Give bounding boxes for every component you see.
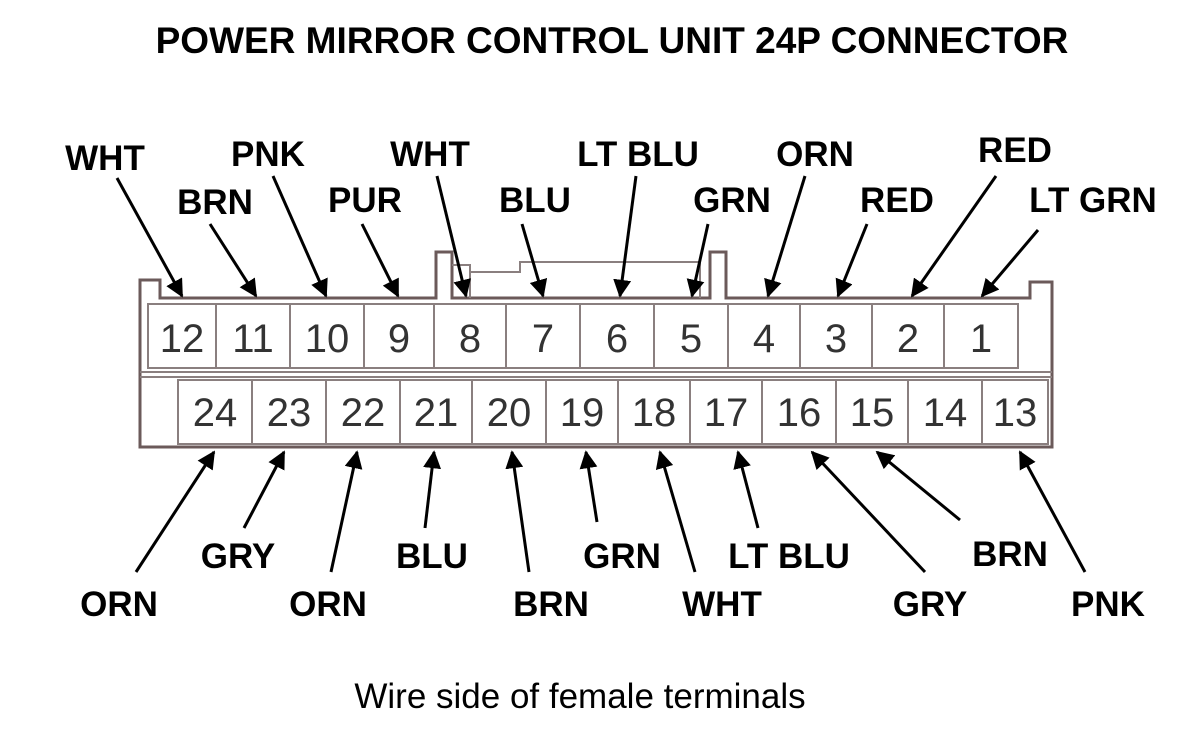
wire-arrow <box>423 450 442 529</box>
pin-number: 23 <box>267 391 312 435</box>
wire-color-label: PNK <box>1071 585 1145 624</box>
wire-color-label: ORN <box>776 135 854 174</box>
wire-color-label: LT BLU <box>728 537 850 576</box>
wire-arrow <box>329 450 363 573</box>
wire-arrow <box>271 175 328 298</box>
wire-color-label: GRY <box>201 537 276 576</box>
pin-number: 22 <box>341 391 386 435</box>
pin-number: 5 <box>680 317 702 361</box>
wire-arrow <box>733 450 760 529</box>
wire-color-label: BRN <box>972 535 1048 574</box>
wire-arrow <box>810 450 927 574</box>
pin-cell-top <box>943 303 1019 369</box>
wire-color-label: GRN <box>583 537 661 576</box>
pin-number: 6 <box>606 317 628 361</box>
wire-color-label: PUR <box>328 181 402 220</box>
wire-arrow <box>1018 450 1087 573</box>
pin-number: 20 <box>487 391 532 435</box>
wire-arrow <box>764 175 807 298</box>
wire-color-label: BRN <box>513 585 589 624</box>
wire-color-label: WHT <box>682 585 762 624</box>
pin-number: 9 <box>388 317 410 361</box>
wire-color-label: WHT <box>65 139 145 178</box>
wire-color-label: RED <box>860 181 934 220</box>
caption: Wire side of female terminals <box>354 677 805 716</box>
pin-number: 24 <box>193 391 238 435</box>
diagram-title: POWER MIRROR CONTROL UNIT 24P CONNECTOR <box>156 20 1069 61</box>
wire-color-label: LT BLU <box>577 135 699 174</box>
pin-number: 16 <box>777 391 822 435</box>
pin-number: 11 <box>232 317 274 361</box>
wire-arrow <box>360 223 400 298</box>
wire-arrow <box>875 450 961 522</box>
pin-number: 4 <box>753 317 775 361</box>
wire-color-label: BLU <box>499 181 571 220</box>
wire-arrow <box>505 450 531 573</box>
wire-arrow <box>835 223 869 298</box>
wire-color-label: BLU <box>396 537 468 576</box>
wire-color-label: RED <box>978 131 1052 170</box>
pin-number: 14 <box>923 391 968 435</box>
wire-color-label: GRY <box>893 585 968 624</box>
pin-number: 3 <box>825 317 847 361</box>
pin-number: 12 <box>160 317 205 361</box>
wire-arrow <box>520 223 548 298</box>
wire-color-label: BRN <box>177 183 253 222</box>
connector-body <box>138 250 1054 449</box>
pin-number: 18 <box>632 391 677 435</box>
wire-arrow <box>579 450 599 523</box>
wire-color-label: ORN <box>289 585 367 624</box>
pin-number: 19 <box>560 391 605 435</box>
pin-number: 10 <box>305 317 350 361</box>
wire-color-label: LT GRN <box>1029 181 1157 220</box>
pin-number: 7 <box>532 317 554 361</box>
wire-color-label: ORN <box>80 585 158 624</box>
wire-arrow <box>910 175 998 298</box>
pin-number: 2 <box>897 317 919 361</box>
wire-arrow <box>980 229 1040 298</box>
pin-number: 8 <box>459 317 481 361</box>
wire-arrow <box>435 175 471 298</box>
pin-number: 21 <box>414 391 459 435</box>
pin-number: 15 <box>850 391 895 435</box>
wire-arrow <box>613 175 638 298</box>
pin-number: 17 <box>704 391 749 435</box>
wire-arrow <box>655 450 697 573</box>
wire-arrows <box>115 175 1087 574</box>
wire-color-label: WHT <box>390 135 470 174</box>
wire-arrow <box>242 450 286 529</box>
wire-color-label: PNK <box>231 135 305 174</box>
wire-arrow <box>686 223 710 298</box>
pin-number: 1 <box>970 317 992 361</box>
wire-color-label: GRN <box>693 181 771 220</box>
wire-arrow <box>115 177 184 298</box>
pin-number: 13 <box>993 391 1038 435</box>
wire-arrow <box>208 223 258 298</box>
pin-cell-bottom <box>981 379 1049 445</box>
wire-arrow <box>134 450 216 573</box>
